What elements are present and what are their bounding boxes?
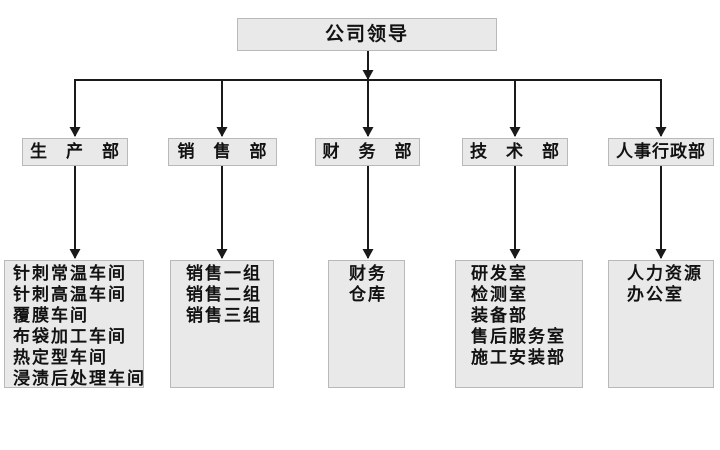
unit-item: 针刺常温车间 [13,264,127,283]
unit-item: 销售二组 [186,285,262,304]
unit-item: 布袋加工车间 [13,327,127,346]
unit-list-finance: 财务 仓库 [328,260,405,388]
unit-item: 人力资源 [627,264,703,283]
unit-item: 浸渍后处理车间 [13,369,146,388]
node-dept-hr-admin: 人事行政部 [608,138,714,166]
unit-item: 销售三组 [186,306,262,325]
unit-item: 办公室 [627,285,684,304]
unit-list-production: 针刺常温车间 针刺高温车间 覆膜车间 布袋加工车间 热定型车间 浸渍后处理车间 [4,260,144,388]
unit-item: 仓库 [349,285,387,304]
node-dept-finance: 财 务 部 [315,138,420,166]
unit-item: 覆膜车间 [13,306,89,325]
unit-item: 售后服务室 [471,327,566,346]
unit-item: 销售一组 [186,264,262,283]
unit-item: 施工安装部 [471,348,566,367]
unit-list-technology: 研发室 检测室 装备部 售后服务室 施工安装部 [455,260,583,388]
node-dept-technology: 技 术 部 [462,138,568,166]
unit-item: 装备部 [471,306,528,325]
node-dept-production: 生 产 部 [22,138,128,166]
unit-list-hr-admin: 人力资源 办公室 [608,260,714,388]
node-dept-sales: 销 售 部 [168,138,277,166]
unit-list-sales: 销售一组 销售二组 销售三组 [170,260,274,388]
unit-item: 针刺高温车间 [13,285,127,304]
unit-item: 财务 [349,264,387,283]
node-company-leadership: 公司领导 [237,18,497,51]
unit-item: 检测室 [471,285,528,304]
unit-item: 热定型车间 [13,348,108,367]
unit-item: 研发室 [471,264,528,283]
